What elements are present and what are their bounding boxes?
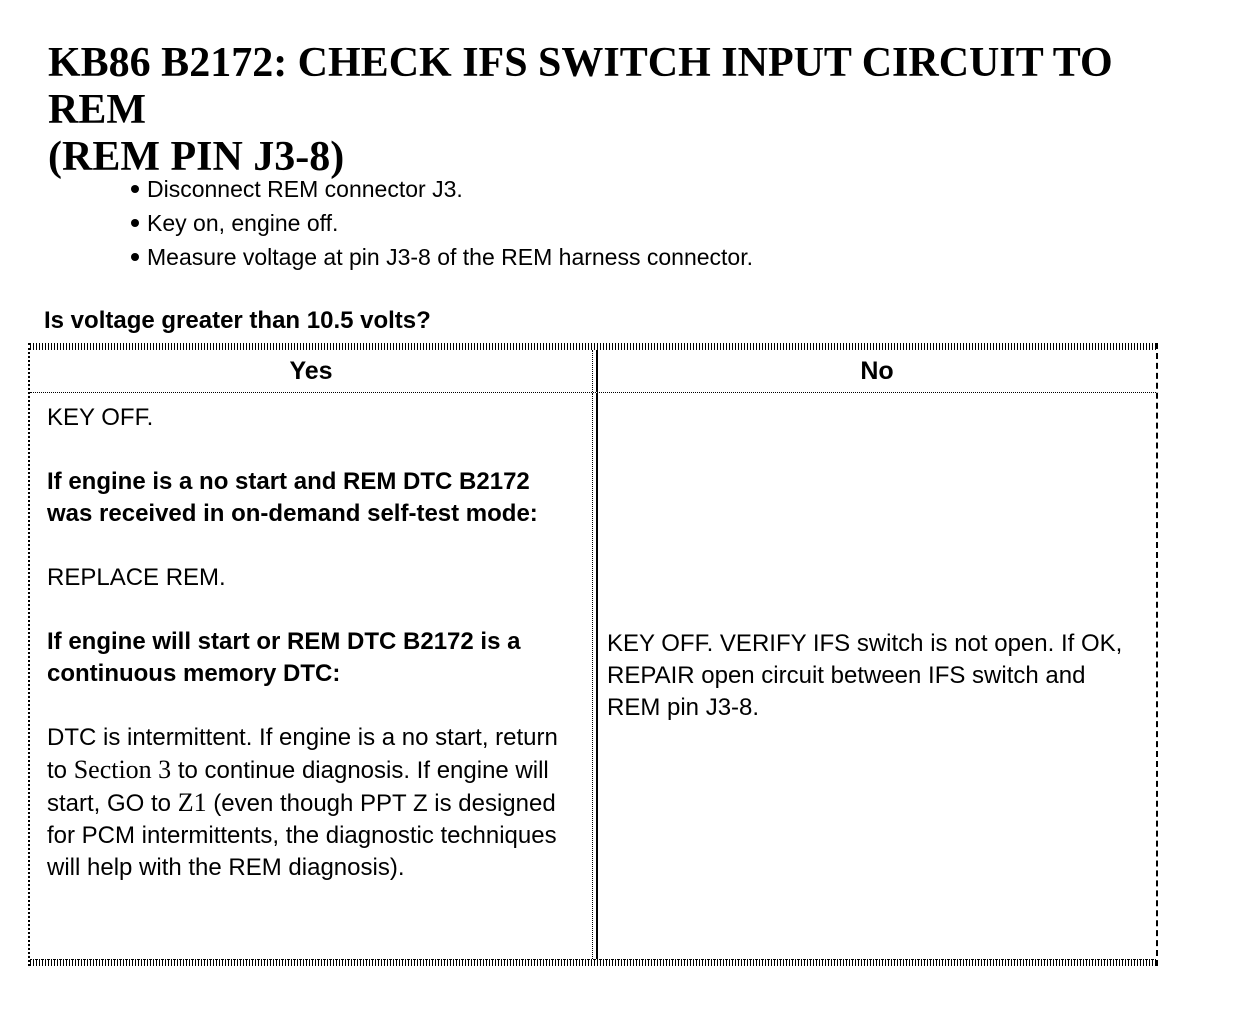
table-body-row: KEY OFF. If engine is a no start and REM …: [30, 393, 1156, 959]
paragraph: KEY OFF.: [47, 402, 570, 434]
text-segment: KEY OFF. VERIFY IFS switch is not open. …: [607, 630, 1123, 721]
paragraph: If engine is a no start and REM DTC B217…: [47, 466, 570, 530]
text-segment: Section 3: [73, 755, 172, 784]
column-divider: [592, 350, 598, 392]
column-divider: [592, 393, 598, 959]
yes-cell: KEY OFF. If engine is a no start and REM …: [30, 393, 592, 959]
list-item: Measure voltage at pin J3-8 of the REM h…: [131, 240, 753, 274]
bullet-icon: [131, 219, 139, 227]
no-cell: KEY OFF. VERIFY IFS switch is not open. …: [598, 393, 1156, 959]
table-top-border: [30, 343, 1156, 350]
bullet-icon: [131, 253, 139, 261]
decision-table: Yes No KEY OFF. If engine is a no start a…: [28, 343, 1158, 966]
text-segment: to continue diagnosis. If engine will st…: [47, 757, 549, 817]
step-text: Measure voltage at pin J3-8 of the REM h…: [147, 244, 753, 270]
text-segment: If engine will start or REM DTC B2172 is…: [47, 628, 521, 687]
page-title-line-1: KB86 B2172: CHECK IFS SWITCH INPUT CIRCU…: [48, 40, 1113, 133]
step-text: Key on, engine off.: [147, 210, 339, 236]
table-header-row: Yes No: [30, 350, 1156, 393]
text-segment: If engine is a no start and REM DTC B217…: [47, 468, 538, 527]
paragraph: DTC is intermittent. If engine is a no s…: [47, 722, 570, 884]
list-item: Disconnect REM connector J3.: [131, 172, 753, 206]
step-text: Disconnect REM connector J3.: [147, 176, 463, 202]
question-text: Is voltage greater than 10.5 volts?: [44, 307, 431, 334]
text-segment: (even though PPT Z is designed for PCM i…: [47, 790, 557, 881]
text-segment: DTC is intermittent. If engine is a no s…: [47, 724, 558, 784]
page-title-line-2: (REM PIN J3-8): [48, 134, 345, 180]
procedure-steps: Disconnect REM connector J3. Key on, eng…: [131, 172, 753, 274]
text-segment: KEY OFF.: [47, 404, 154, 431]
text-segment: REPLACE REM.: [47, 564, 226, 591]
column-header-no: No: [860, 356, 894, 385]
paragraph: REPLACE REM.: [47, 562, 570, 594]
paragraph: If engine will start or REM DTC B2172 is…: [47, 626, 570, 690]
bullet-icon: [131, 185, 139, 193]
page-title: KB86 B2172: CHECK IFS SWITCH INPUT CIRCU…: [48, 40, 1198, 181]
paragraph: KEY OFF. VERIFY IFS switch is not open. …: [607, 628, 1132, 724]
table-bottom-border: [30, 959, 1156, 966]
column-header-yes: Yes: [289, 356, 333, 385]
text-segment: Z1: [177, 788, 207, 817]
list-item: Key on, engine off.: [131, 206, 753, 240]
